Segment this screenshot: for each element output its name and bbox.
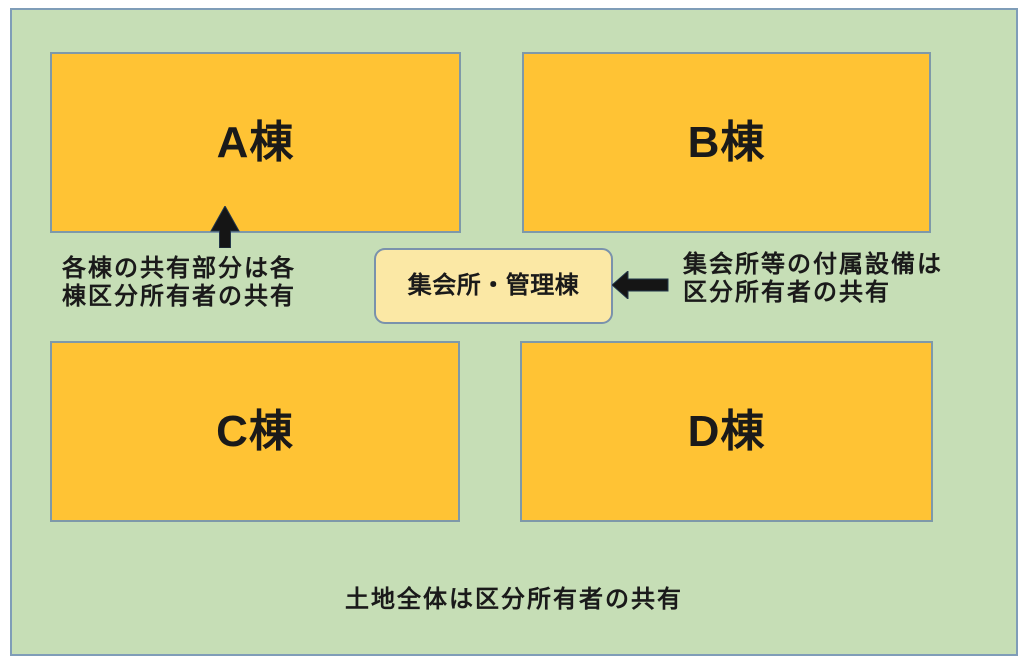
land-note: 土地全体は区分所有者の共有 — [345, 586, 683, 613]
building-label-b: B棟 — [687, 117, 766, 167]
facility-note-line2: 区分所有者の共有 — [683, 279, 891, 306]
meeting-hall-box: 集会所・管理棟 — [374, 248, 613, 324]
up-arrow-icon — [210, 206, 240, 248]
facility-note-line1: 集会所等の付属設備は — [683, 251, 943, 278]
meeting-hall-label: 集会所・管理棟 — [407, 272, 580, 299]
building-common-note: 各棟の共有部分は各 棟区分所有者の共有 — [62, 255, 296, 311]
building-box-a: A棟 — [50, 52, 461, 233]
left-arrow-icon — [612, 271, 669, 299]
building-box-b: B棟 — [522, 52, 931, 233]
building-common-note-line2: 棟区分所有者の共有 — [62, 283, 296, 310]
building-box-c: C棟 — [50, 341, 460, 522]
building-label-d: D棟 — [687, 406, 766, 456]
building-common-note-line1: 各棟の共有部分は各 — [62, 255, 296, 282]
building-label-c: C棟 — [216, 406, 294, 456]
facility-note: 集会所等の付属設備は 区分所有者の共有 — [683, 251, 943, 307]
building-label-a: A棟 — [216, 117, 295, 167]
building-box-d: D棟 — [520, 341, 933, 522]
